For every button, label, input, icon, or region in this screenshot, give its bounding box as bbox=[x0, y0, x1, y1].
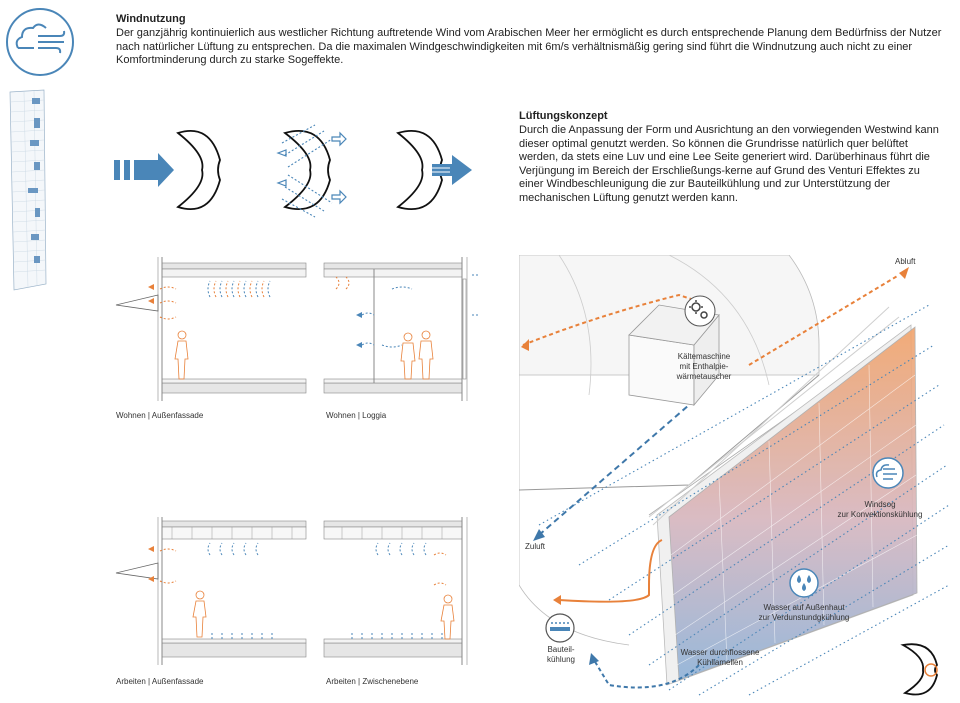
water-drops-icon bbox=[789, 568, 819, 598]
building-plan-1 bbox=[176, 129, 221, 211]
vent-text: Durch die Anpassung der Form und Ausrich… bbox=[519, 124, 939, 204]
cooling-panel bbox=[668, 326, 918, 681]
section-caption-4: Arbeiten | Zwischenebene bbox=[326, 677, 419, 686]
section-caption-1: Wohnen | Außenfassade bbox=[116, 411, 204, 420]
vent-title: Lüftungskonzept bbox=[519, 110, 608, 122]
label-bauteilkuehlung: Bauteil- kühlung bbox=[546, 645, 576, 664]
cooling-icon bbox=[545, 613, 575, 643]
wind-plan-diagrams bbox=[114, 124, 472, 218]
section-caption-3: Arbeiten | Außenfassade bbox=[116, 677, 204, 686]
section-arbeiten-zwischenebene bbox=[323, 517, 468, 665]
label-zuluft: Zuluft bbox=[525, 542, 546, 551]
cloud-wind-icon bbox=[6, 8, 74, 76]
label-windsog: Windsog zur Konvektionskühlung bbox=[837, 500, 923, 519]
section-wohnen-loggia bbox=[323, 257, 480, 401]
label-wasser-aussenhaut: Wasser auf Außenhaut zur Verdunstundgküh… bbox=[758, 603, 850, 622]
wind-icon bbox=[872, 457, 904, 489]
facade-isometric bbox=[519, 255, 950, 696]
label-kuehllamellen: Wasser durchflossene Kühllamellen bbox=[680, 648, 760, 667]
section-arbeiten-aussenfassade bbox=[115, 517, 307, 665]
building-plan-2 bbox=[283, 129, 331, 211]
building-plan-3 bbox=[396, 129, 443, 211]
section-wohnen-aussenfassade bbox=[115, 257, 307, 401]
tower-sketch bbox=[9, 89, 47, 291]
label-kaeltemaschine: Kältemaschine mit Enthalpie- wärmetausch… bbox=[676, 352, 732, 381]
wind-title: Windnutzung bbox=[116, 13, 186, 25]
building-shape-icon bbox=[900, 643, 938, 696]
section-caption-2: Wohnen | Loggia bbox=[326, 411, 387, 420]
gear-icon bbox=[684, 295, 716, 327]
wind-text: Der ganzjährig kontinuierlich aus westli… bbox=[116, 27, 942, 66]
person-figure bbox=[174, 330, 189, 380]
person-figures bbox=[400, 330, 434, 380]
label-abluft: Abluft bbox=[895, 257, 916, 266]
